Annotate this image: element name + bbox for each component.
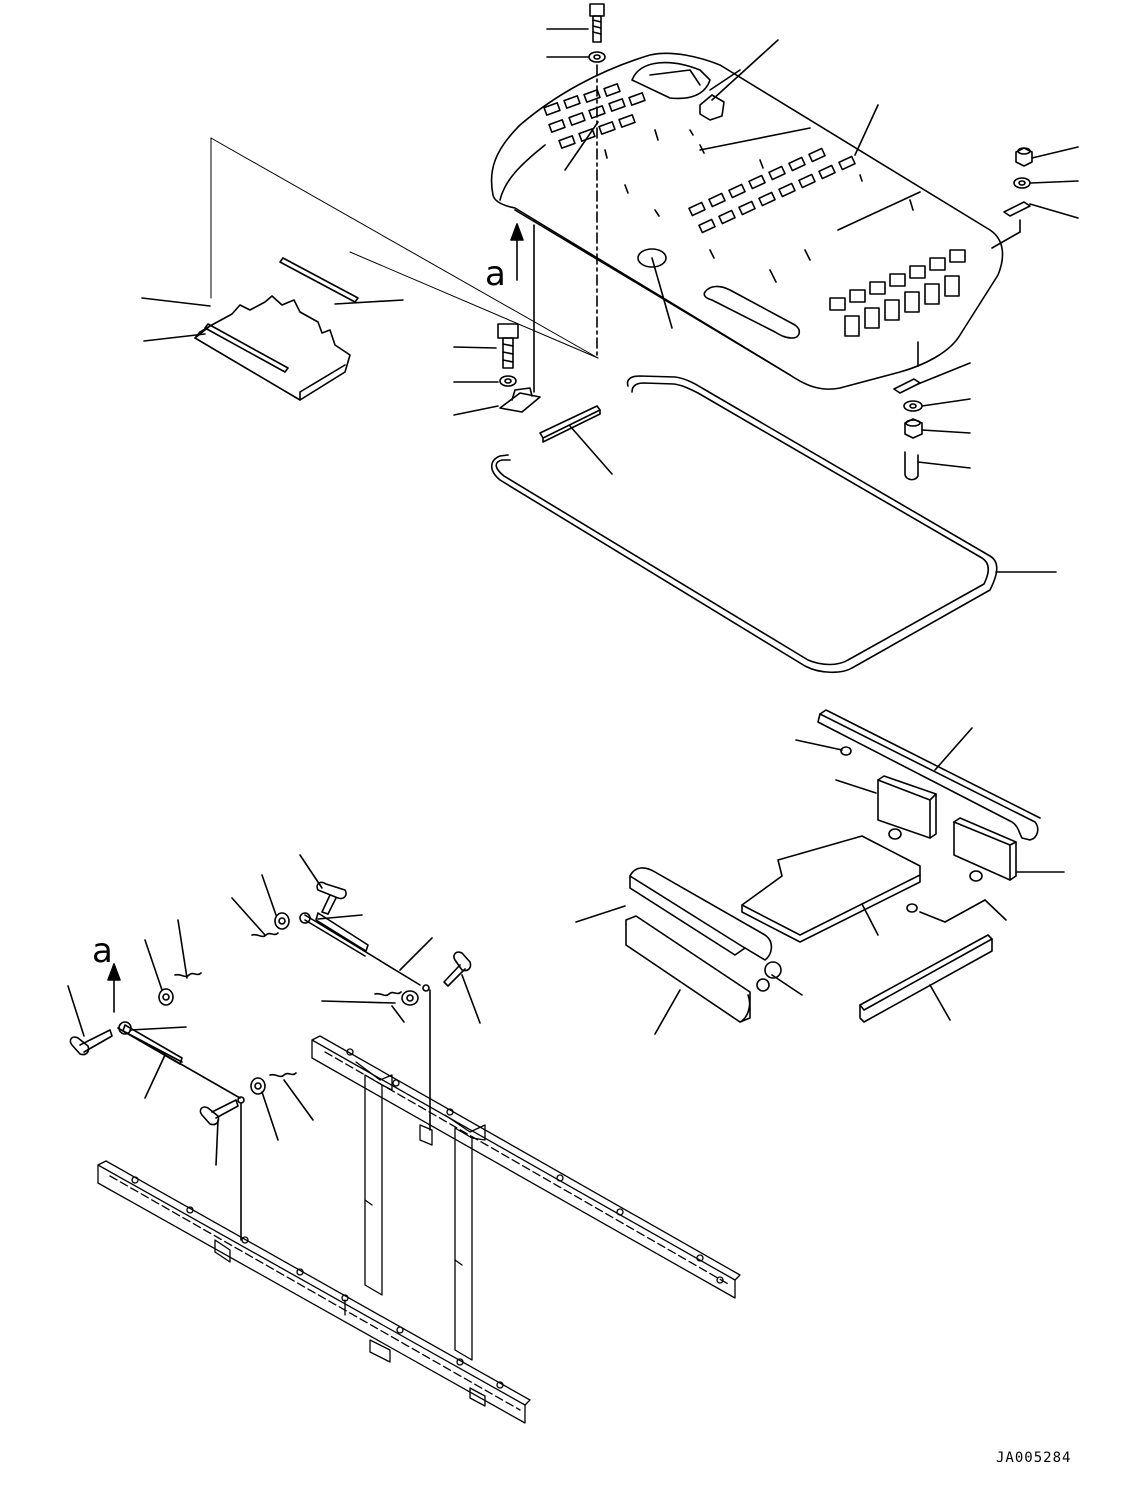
engine-hood [490,52,1004,390]
vent-grid-middle [688,147,856,234]
seal-strip [539,405,613,475]
view-marker-label-bottom: a [92,931,113,971]
hood-latch-hole [637,248,667,268]
view-marker-label-top: a [485,254,506,294]
leader-lines-hood [564,39,921,329]
hood-seal-gasket [490,375,1057,674]
hood-right-fasteners [991,146,1079,249]
drawing-code: JA005284 [996,1450,1071,1466]
gas-spring-assembly [67,854,481,1241]
insulation-pads [575,709,1065,1035]
hood-bolt-top [546,3,606,359]
upper-pin [316,881,347,900]
right-pin [453,951,472,972]
filler-cap [631,61,711,100]
hood-plug [699,94,725,121]
view-marker-bottom: a [92,931,121,1013]
vent-grid-top [543,83,646,149]
view-marker-top: a [485,223,524,294]
vent-grid-front [829,249,966,337]
hood-bracket [141,257,404,401]
support-frame [97,1035,741,1424]
hood-handle [703,285,801,339]
hood-hinge-fasteners [453,224,541,416]
lower-left-pin [69,1036,90,1056]
hood-lower-fasteners [893,341,971,481]
reference-lines [210,137,599,359]
